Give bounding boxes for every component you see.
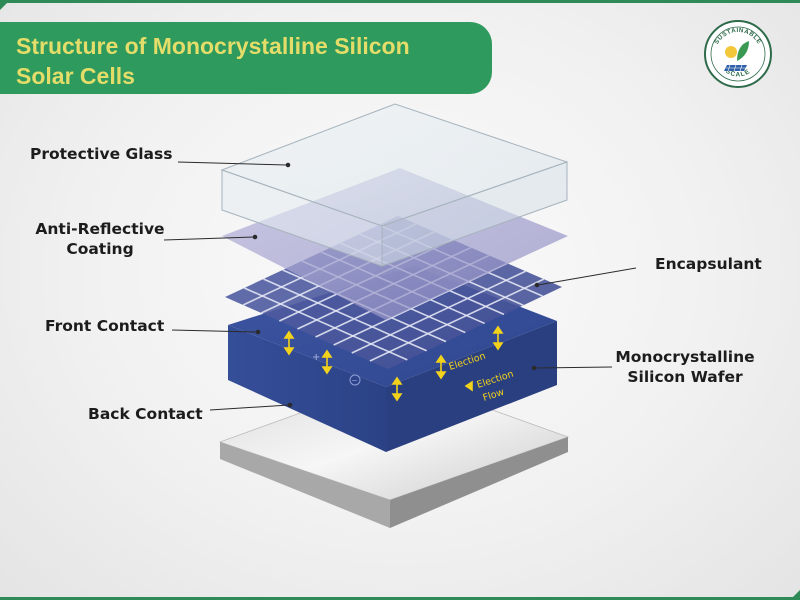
back-contact-label: Back Contact (88, 405, 203, 423)
page-title-line-1: Structure of Monocrystalline Silicon (16, 33, 410, 59)
corner-accent (790, 590, 800, 600)
electron-icon (349, 374, 361, 386)
grid-busbar (351, 270, 526, 354)
positive-charge-symbol: + (312, 352, 320, 363)
grid-finger (263, 278, 427, 352)
front-contact-label: Front Contact (45, 317, 165, 335)
page-title-line-2: Solar Cells (16, 63, 135, 89)
anti-reflective-label-line-1: Anti-Reflective (35, 220, 165, 238)
charge-arrow-icon (283, 325, 504, 402)
anti-reflective-coating-label: Anti-Reflective Coating (25, 219, 175, 259)
corner-accent (0, 0, 10, 10)
solar-leaf-icon (724, 41, 749, 72)
anti-reflective-label-line-2: Coating (66, 240, 134, 258)
protective-glass-layer (220, 103, 569, 267)
svg-text:SCALE: SCALE (724, 68, 751, 79)
leader-lines (163, 161, 637, 411)
encapsulant-label: Encapsulant (655, 255, 762, 273)
silicon-wafer-label-line-1: Monocrystalline (615, 348, 755, 366)
grid-busbar (369, 278, 545, 362)
silicon-wafer-label: Monocrystalline Silicon Wafer (610, 347, 760, 387)
sustainable-scale-logo: SUSTAINABLE SCALE (704, 20, 772, 88)
logo-bottom-text: SCALE (724, 68, 750, 79)
silicon-wafer-label-line-2: Silicon Wafer (627, 368, 743, 386)
protective-glass-label: Protective Glass (30, 145, 173, 163)
grid-finger (243, 287, 408, 361)
negative-charge-symbol: − (351, 376, 358, 385)
title-banner: Structure of Monocrystalline Silicon Sol… (0, 22, 492, 94)
